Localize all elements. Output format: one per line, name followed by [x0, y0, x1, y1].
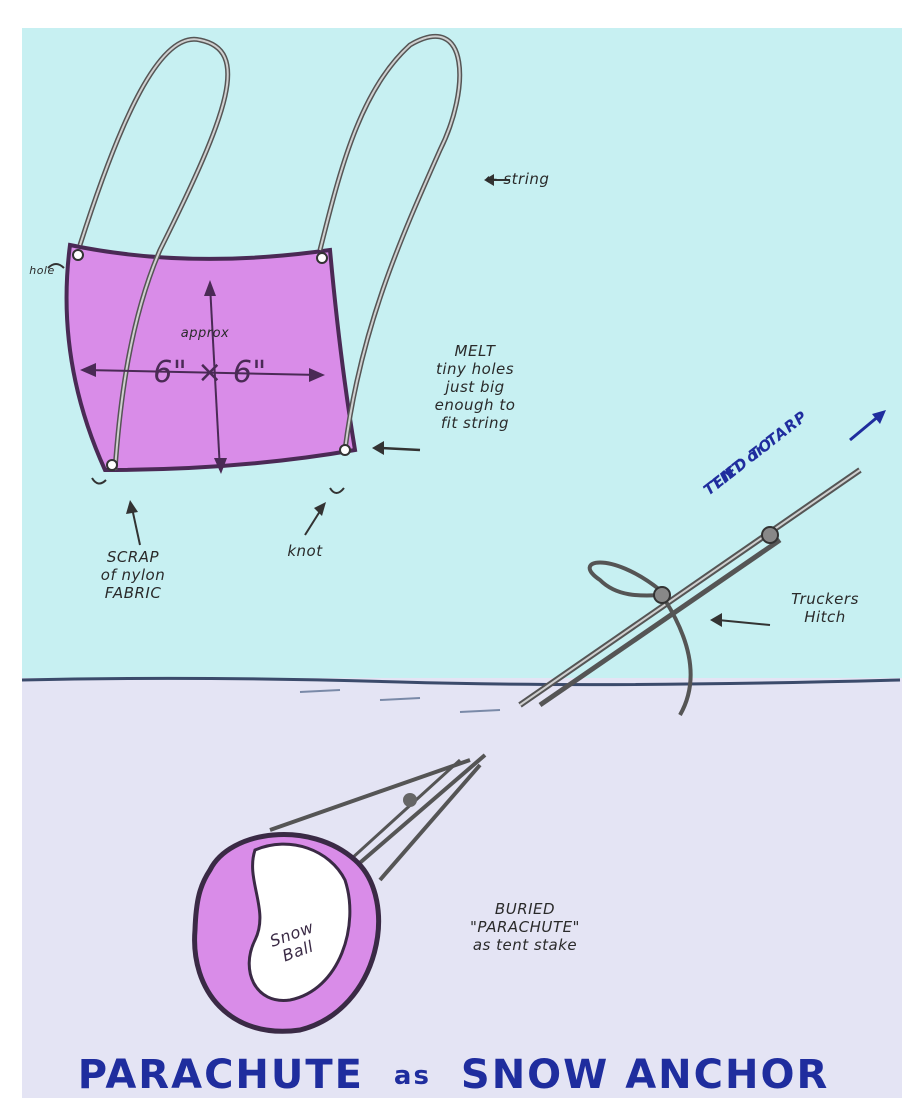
- title-part-1: PARACHUTE: [78, 1052, 364, 1098]
- tied-to-arrow-head: [872, 410, 886, 424]
- title-part-2: as: [394, 1061, 431, 1091]
- title-part-3: SNOW ANCHOR: [461, 1052, 829, 1098]
- diagram-title: PARACHUTE as SNOW ANCHOR: [0, 1052, 907, 1098]
- tied-to-arrow: [850, 415, 880, 440]
